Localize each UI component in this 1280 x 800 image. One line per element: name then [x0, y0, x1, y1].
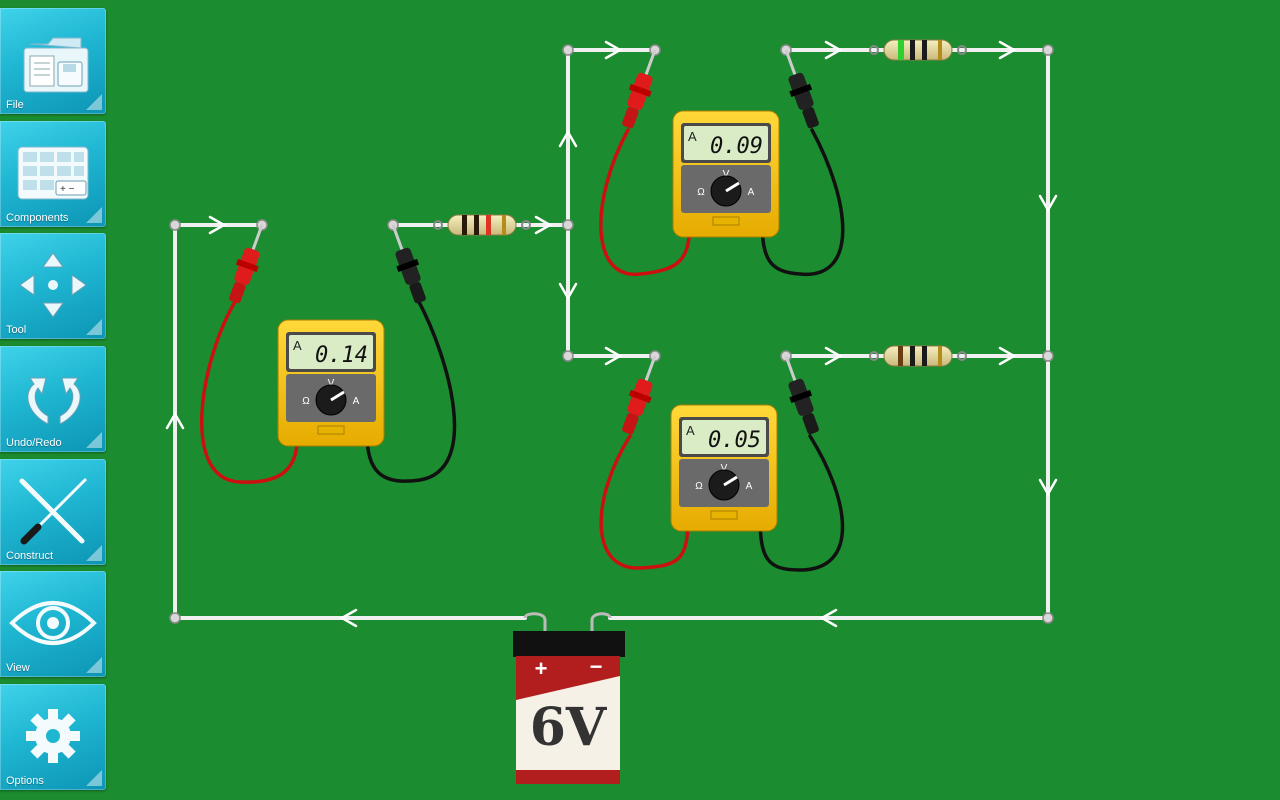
arrow-right-icon [604, 40, 623, 60]
expand-corner-icon [86, 770, 102, 786]
node [169, 219, 181, 231]
ammeter-main[interactable]: A 0.14 V Ω A [277, 319, 385, 447]
arrow-left-icon [819, 608, 838, 628]
view-button[interactable]: View [0, 571, 106, 677]
dial-v-label: V [721, 463, 728, 474]
ammeter-top-branch[interactable]: A 0.09 V Ω A [672, 110, 780, 238]
battery-plus: + [535, 656, 548, 681]
black-lead-main [365, 298, 457, 483]
folder-file-icon [23, 37, 89, 93]
black-lead-bottom [758, 434, 845, 572]
expand-corner-icon [86, 657, 102, 673]
meter-reading: 0.14 [315, 343, 368, 368]
battery-voltage: 6V [530, 697, 608, 758]
arrow-right-icon [998, 40, 1017, 60]
gear-icon [26, 709, 80, 763]
tool-button[interactable]: Tool [0, 233, 106, 339]
lcd-display [684, 126, 768, 160]
dial-ohm-label: Ω [695, 481, 703, 492]
red-probe-main [229, 224, 264, 304]
ammeter-bottom-branch[interactable]: A 0.05 V Ω A [670, 404, 778, 532]
svg-text:+ −: + − [60, 184, 75, 195]
unit-label: A [686, 423, 695, 438]
expand-corner-icon [86, 545, 102, 561]
dial-a-label: A [746, 481, 753, 492]
red-lead-top [599, 128, 692, 276]
wrench-screwdriver-icon [19, 477, 88, 545]
node [562, 350, 574, 362]
dial-a-label: A [353, 396, 360, 407]
dial-v-label: V [328, 378, 335, 389]
arrow-right-icon [824, 40, 843, 60]
arrow-right-icon [824, 346, 843, 366]
black-probe-main [391, 224, 426, 304]
resistor-bottom-branch[interactable] [869, 345, 967, 367]
dial-a-label: A [748, 187, 755, 198]
arrow-down-icon [558, 282, 578, 301]
dial-ohm-label: Ω [302, 396, 310, 407]
arrow-right-icon [998, 346, 1017, 366]
undo-redo-label: Undo/Redo [6, 437, 62, 449]
black-probe-bottom [784, 355, 819, 435]
arrow-left-icon [339, 608, 358, 628]
node [1042, 44, 1054, 56]
unit-label: A [293, 338, 302, 353]
expand-corner-icon [86, 432, 102, 448]
arrow-up-icon [165, 411, 185, 430]
expand-corner-icon [86, 319, 102, 335]
test-leads [200, 128, 845, 572]
meter-reading: 0.05 [708, 428, 761, 453]
view-label: View [6, 662, 30, 674]
black-probe-top [784, 49, 819, 129]
probes[interactable] [224, 46, 825, 437]
node [1042, 612, 1054, 624]
node [1042, 350, 1054, 362]
battery-minus: − [590, 654, 603, 679]
dial-v-label: V [723, 169, 730, 180]
node [169, 612, 181, 624]
undo-redo-icon [27, 377, 81, 425]
construct-label: Construct [6, 550, 54, 562]
move-arrows-icon [19, 252, 87, 318]
expand-corner-icon [86, 207, 102, 223]
options-label: Options [6, 775, 44, 787]
node [562, 219, 574, 231]
resistor-top-branch[interactable] [869, 39, 967, 61]
components-label: Components [6, 212, 69, 224]
node [562, 44, 574, 56]
construct-button[interactable]: Construct [0, 459, 106, 565]
tool-label: Tool [6, 324, 27, 336]
components-button[interactable]: + − Components [0, 121, 106, 227]
arrow-right-icon [604, 346, 623, 366]
file-label: File [6, 99, 24, 111]
resistor-main[interactable] [433, 214, 531, 236]
red-probe-bottom [622, 355, 657, 435]
arrow-right-icon [534, 215, 553, 235]
eye-icon [9, 601, 97, 645]
arrow-right-icon [208, 215, 227, 235]
black-lead-top [760, 128, 845, 276]
battery-cap [513, 631, 625, 657]
file-button[interactable]: File [0, 8, 106, 114]
components-grid-icon: + − [17, 146, 89, 200]
undo-redo-button[interactable]: Undo/Redo [0, 346, 106, 452]
red-lead-main [200, 298, 299, 484]
lcd-display [289, 335, 373, 369]
lcd-display [682, 420, 766, 454]
arrow-up-icon [558, 129, 578, 148]
red-probe-top [622, 49, 657, 129]
battery[interactable]: + − 6V [513, 612, 625, 784]
meter-reading: 0.09 [710, 134, 763, 159]
unit-label: A [688, 129, 697, 144]
red-lead-bottom [599, 434, 690, 570]
options-button[interactable]: Options [0, 684, 106, 790]
expand-corner-icon [86, 94, 102, 110]
current-arrows [165, 40, 1058, 628]
arrow-down-icon [1038, 194, 1058, 213]
arrow-down-icon [1038, 478, 1058, 497]
dial-ohm-label: Ω [697, 187, 705, 198]
